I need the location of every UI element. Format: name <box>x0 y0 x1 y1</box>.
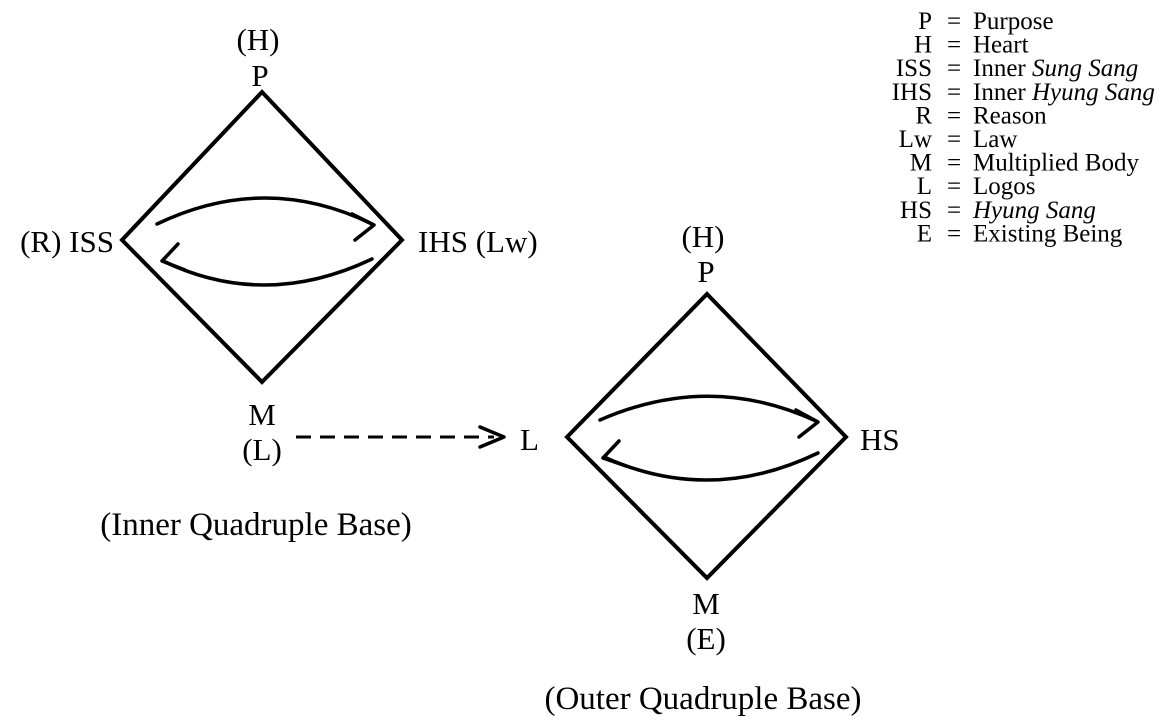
legend-value-prefix: Inner <box>973 55 1032 82</box>
legend-equals: = <box>947 173 961 200</box>
outer-heart-label: (H) <box>681 219 724 254</box>
inner-arrow-ihs-to-iss <box>161 257 374 287</box>
legend-equals: = <box>947 79 961 106</box>
legend-value-text: Heart <box>973 32 1029 59</box>
inner-multiplied-body-label: M <box>248 397 276 432</box>
outer-existing-being-label: (E) <box>686 621 726 656</box>
legend-equals: = <box>947 32 961 59</box>
inner-logos-label: (L) <box>242 432 282 467</box>
legend-equals: = <box>947 8 961 35</box>
legend-row: R = Reason <box>915 102 1047 129</box>
legend-value: Multiplied Body <box>973 150 1139 177</box>
legend-value: Heart <box>973 32 1029 59</box>
legend-key: ISS <box>896 55 932 82</box>
legend-value-text: Hyung Sang <box>972 197 1096 224</box>
outer-logos-label: L <box>520 422 539 457</box>
legend-key: E <box>917 220 932 247</box>
outer-arrow-hs-to-l <box>602 451 820 482</box>
legend-value: Hyung Sang <box>972 197 1096 224</box>
legend-value-text: Multiplied Body <box>973 150 1139 177</box>
inner-arrow-iss-to-ihs <box>155 196 374 226</box>
inner-quadruple-base: (H) P (R) ISS IHS (Lw) M (L) (Inner Quad… <box>20 22 538 543</box>
legend-key: Lw <box>899 126 932 153</box>
legend-value-prefix: Inner <box>973 79 1032 106</box>
legend-row: L = Logos <box>917 173 1036 200</box>
legend-row: E = Existing Being <box>917 220 1123 247</box>
legend-row: P = Purpose <box>918 8 1053 35</box>
legend-equals: = <box>947 126 961 153</box>
legend-row: H = Heart <box>914 32 1029 59</box>
legend-value-text: Logos <box>973 173 1036 200</box>
legend-key: HS <box>900 197 932 224</box>
legend-value-text: Hyung Sang <box>1031 79 1155 106</box>
legend-value: Law <box>973 126 1017 153</box>
legend-value-text: Existing Being <box>973 220 1123 247</box>
inner-arrowhead-right <box>350 212 376 242</box>
legend-value-text: Purpose <box>973 8 1054 35</box>
legend-row: M = Multiplied Body <box>910 150 1140 177</box>
inner-diamond <box>119 89 405 385</box>
legend-value: Purpose <box>973 8 1054 35</box>
legend-row: HS = Hyung Sang <box>900 197 1096 224</box>
legend-value-text: Sung Sang <box>1032 55 1138 82</box>
legend-equals: = <box>947 197 961 224</box>
logos-link-arrowhead <box>478 425 506 449</box>
inner-arrowhead-left <box>160 242 187 272</box>
legend-key: P <box>918 8 932 35</box>
legend-value-text: Law <box>973 126 1017 153</box>
inner-heart-label: (H) <box>236 22 279 57</box>
outer-caption: (Outer Quadruple Base) <box>544 681 861 717</box>
legend-equals: = <box>947 150 961 177</box>
legend-row: ISS = Inner Sung Sang <box>896 55 1138 82</box>
legend-equals: = <box>947 220 961 247</box>
legend-row: IHS = Inner Hyung Sang <box>892 79 1155 106</box>
outer-arrowhead-left <box>601 439 628 468</box>
logos-link <box>296 425 506 449</box>
legend-key: M <box>910 150 932 177</box>
legend-value: Existing Being <box>973 220 1123 247</box>
inner-caption: (Inner Quadruple Base) <box>100 507 412 543</box>
legend-value: Logos <box>973 173 1036 200</box>
inner-purpose-label: P <box>251 58 268 93</box>
outer-arrow-l-to-hs <box>598 394 818 423</box>
outer-diamond <box>564 291 849 581</box>
legend-key: IHS <box>892 79 932 106</box>
legend-row: Lw = Law <box>899 126 1018 153</box>
legend-value: Reason <box>973 102 1047 129</box>
legend-equals: = <box>947 55 961 82</box>
outer-hyung-sang-label: HS <box>860 422 900 457</box>
legend-value-text: Reason <box>973 102 1047 129</box>
inner-ihs-label: IHS (Lw) <box>418 224 538 259</box>
legend-key: L <box>917 173 932 200</box>
legend-value: Inner Hyung Sang <box>973 79 1155 106</box>
legend-value: Inner Sung Sang <box>973 55 1138 82</box>
legend-key: H <box>914 32 932 59</box>
outer-quadruple-base: (H) P L HS M (E) (Outer Quadruple Base) <box>520 219 900 717</box>
outer-purpose-label: P <box>697 254 714 289</box>
legend-key: R <box>915 102 932 129</box>
outer-multiplied-body-label: M <box>692 586 720 621</box>
legend-equals: = <box>947 102 961 129</box>
outer-arrowhead-right <box>794 408 820 439</box>
inner-iss-label: (R) ISS <box>20 224 114 259</box>
